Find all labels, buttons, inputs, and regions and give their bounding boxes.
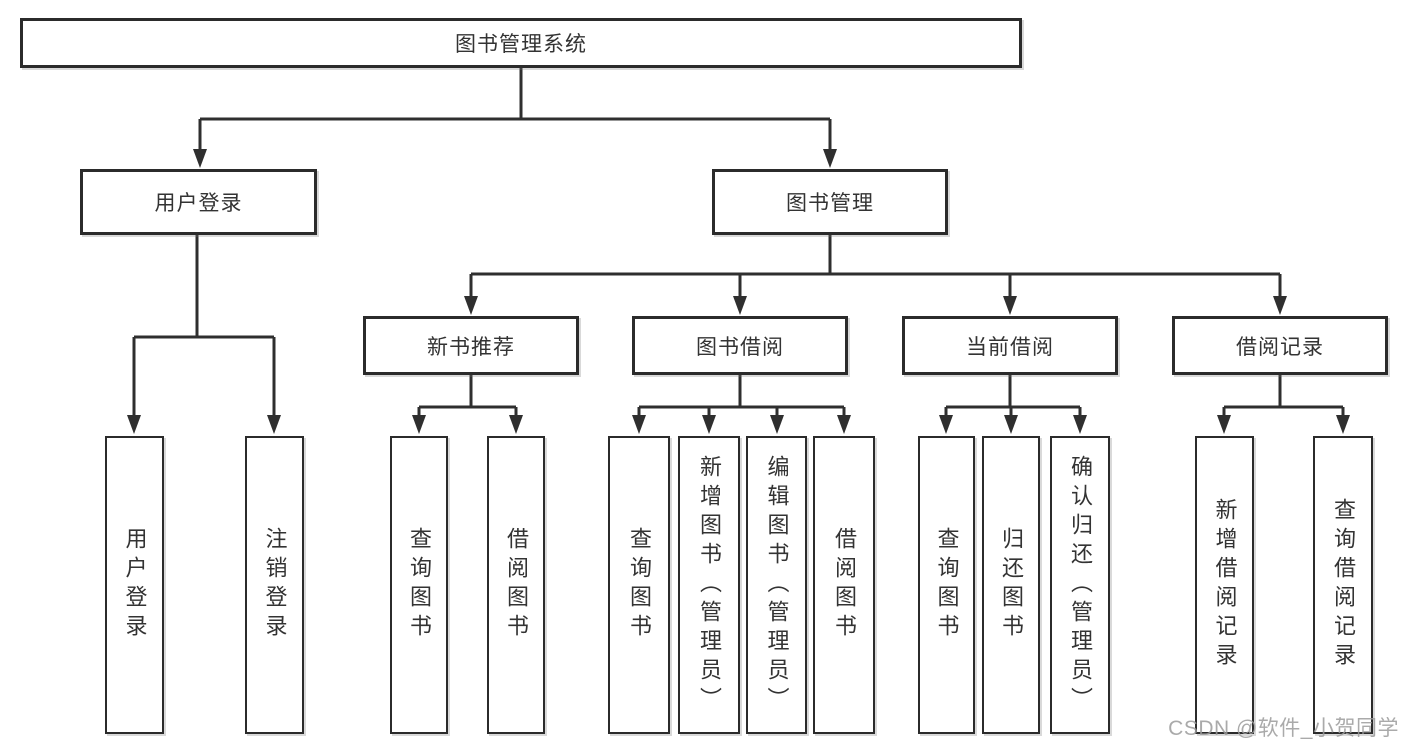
leaf-label: 查询图书 (627, 527, 652, 643)
leaf-add-books-admin: 新增图书（管理员） (678, 436, 740, 734)
node-label: 图书借阅 (696, 335, 784, 359)
leaf-label: 注销登录 (262, 527, 288, 643)
leaf-label: 新增图书（管理员） (697, 454, 722, 716)
leaf-label: 确认归还（管理员） (1068, 454, 1093, 716)
leaf-query-borrow-record: 查询借阅记录 (1313, 436, 1373, 734)
leaf-confirm-return-admin: 确认归还（管理员） (1050, 436, 1110, 734)
node-current-borrowing: 当前借阅 (902, 316, 1118, 375)
leaf-label: 归还图书 (999, 527, 1024, 643)
leaf-borrow-books: 借阅图书 (487, 436, 545, 734)
leaf-query-books: 查询图书 (608, 436, 670, 734)
node-borrowing-records: 借阅记录 (1172, 316, 1388, 375)
leaf-label: 新增借阅记录 (1212, 498, 1238, 672)
root-node-label: 图书管理系统 (455, 33, 587, 56)
node-label: 借阅记录 (1236, 335, 1324, 359)
leaf-label: 查询图书 (934, 527, 960, 643)
root-node-library-system: 图书管理系统 (20, 18, 1022, 68)
leaf-query-books: 查询图书 (918, 436, 975, 734)
node-label: 新书推荐 (427, 335, 515, 359)
leaf-borrow-books: 借阅图书 (813, 436, 875, 734)
node-label: 当前借阅 (966, 335, 1054, 359)
node-label: 用户登录 (154, 192, 243, 215)
leaf-edit-books-admin: 编辑图书（管理员） (746, 436, 807, 734)
leaf-label: 借阅图书 (832, 527, 857, 643)
node-label: 图书管理 (786, 192, 874, 215)
leaf-logout-login: 注销登录 (245, 436, 304, 734)
leaf-label: 查询图书 (407, 527, 432, 643)
node-book-management: 图书管理 (712, 169, 948, 235)
node-new-book-recommend: 新书推荐 (363, 316, 579, 375)
csdn-watermark: CSDN @软件_小贺同学 (1168, 717, 1399, 740)
leaf-add-borrow-record: 新增借阅记录 (1195, 436, 1254, 734)
node-book-borrowing: 图书借阅 (632, 316, 848, 375)
node-user-login: 用户登录 (80, 169, 317, 235)
leaf-label: 查询借阅记录 (1331, 498, 1356, 672)
leaf-return-books: 归还图书 (982, 436, 1040, 734)
leaf-label: 编辑图书（管理员） (764, 454, 790, 716)
leaf-label: 用户登录 (122, 527, 148, 643)
leaf-label: 借阅图书 (504, 527, 529, 643)
leaf-user-login: 用户登录 (105, 436, 164, 734)
leaf-query-books: 查询图书 (390, 436, 448, 734)
